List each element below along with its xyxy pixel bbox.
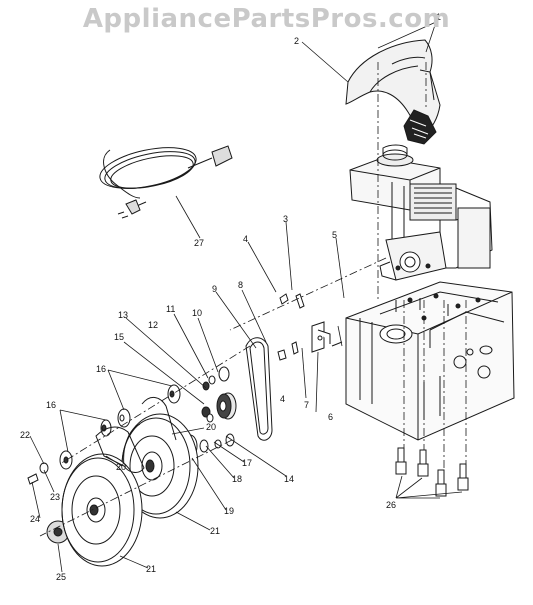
callout-14: 14 — [284, 474, 294, 484]
center-lines — [39, 62, 467, 537]
callout-5: 5 — [332, 230, 337, 240]
idler-pulley — [216, 392, 237, 420]
callout-10: 10 — [192, 308, 202, 318]
callout-4: 4 — [280, 394, 285, 404]
callout-4: 4 — [243, 234, 248, 244]
callout-16: 16 — [96, 364, 106, 374]
frame-panel — [345, 281, 515, 441]
pulley-belts — [95, 397, 177, 473]
callout-11: 11 — [166, 304, 175, 314]
watermark-text: AppliancePartsPros.com — [82, 4, 451, 34]
callout-9: 9 — [212, 284, 217, 294]
callout-13: 13 — [118, 310, 128, 320]
callout-18: 18 — [232, 474, 242, 484]
auger-pulley — [121, 413, 199, 519]
callout-7: 7 — [304, 400, 309, 410]
callout-25: 25 — [56, 572, 66, 582]
drive-belt — [245, 337, 273, 441]
callout-22: 22 — [20, 430, 30, 440]
callout-17: 17 — [242, 458, 252, 468]
bolts — [395, 447, 469, 497]
traction-pulley — [61, 453, 143, 567]
callout-labels: 1 2 3 4 4 5 6 7 8 9 10 11 12 13 14 15 16… — [20, 12, 441, 582]
callout-1: 1 — [436, 12, 441, 22]
callout-19: 19 — [224, 506, 234, 516]
chute-cover — [345, 39, 441, 145]
callout-24: 24 — [30, 514, 40, 524]
power-cord — [99, 145, 233, 219]
engine — [349, 144, 493, 281]
leader-lines — [29, 21, 463, 573]
callout-21: 21 — [210, 526, 220, 536]
callout-3: 3 — [283, 214, 288, 224]
callout-20: 20 — [116, 462, 126, 472]
callout-27: 27 — [194, 238, 204, 248]
callout-23: 23 — [50, 492, 60, 502]
callout-8: 8 — [238, 280, 243, 290]
callout-15: 15 — [114, 332, 124, 342]
callout-20: 20 — [206, 422, 216, 432]
cover-grill — [403, 109, 437, 145]
callout-2: 2 — [294, 36, 299, 46]
callout-21: 21 — [146, 564, 156, 574]
callout-12: 12 — [148, 320, 158, 330]
callout-26: 26 — [386, 500, 396, 510]
callout-6: 6 — [328, 412, 333, 422]
callout-16: 16 — [46, 400, 56, 410]
